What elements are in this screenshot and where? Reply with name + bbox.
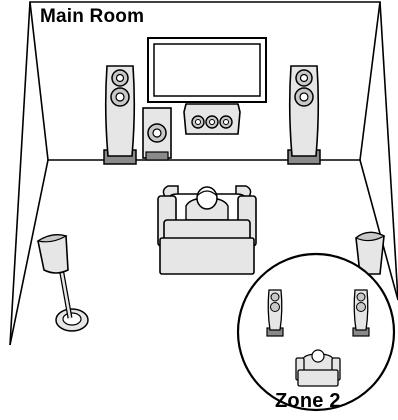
surround-left-speaker-icon — [38, 235, 88, 331]
listener-on-sofa-icon — [158, 186, 256, 274]
main-room-label: Main Room — [40, 6, 144, 28]
zone2-bubble — [238, 254, 394, 410]
center-speaker-icon — [184, 104, 240, 134]
subwoofer-icon — [143, 108, 171, 160]
front-right-speaker-icon — [288, 66, 320, 164]
front-left-speaker-icon — [104, 66, 136, 164]
zone2-left-speaker-icon — [267, 290, 283, 336]
zone2-label: Zone 2 — [275, 390, 341, 413]
zone2-right-speaker-icon — [353, 290, 369, 336]
tv-icon — [148, 38, 266, 102]
